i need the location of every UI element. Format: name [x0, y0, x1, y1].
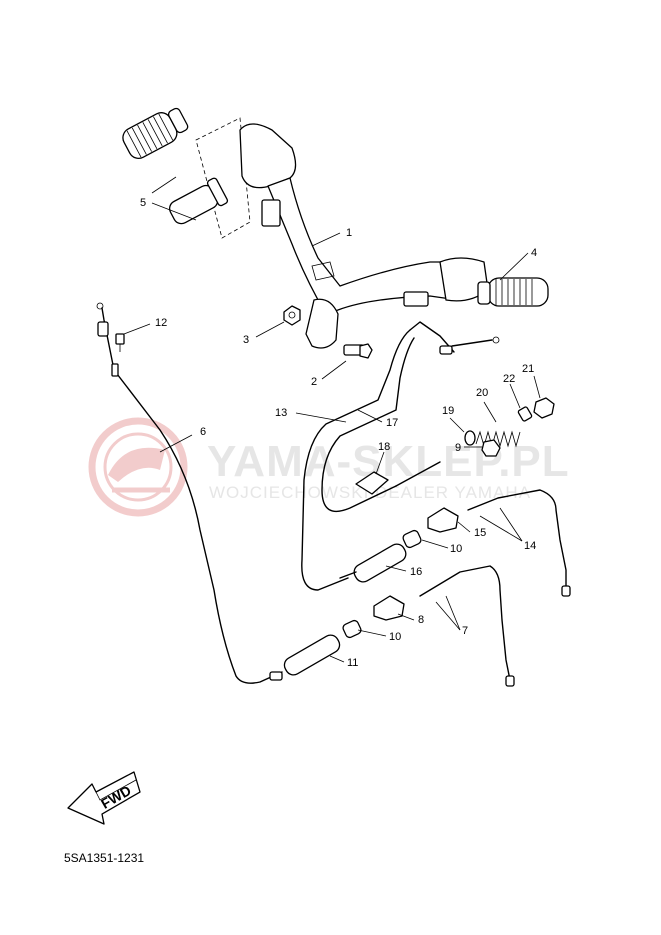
cable-clamp [355, 471, 389, 495]
callout-17: 17 [386, 417, 398, 429]
callout-12: 12 [155, 317, 167, 329]
callout-1: 1 [346, 227, 352, 239]
lever-16 [339, 543, 407, 583]
callout-15: 15 [474, 527, 486, 539]
callout-7: 7 [462, 625, 468, 637]
clamp-15 [427, 507, 459, 533]
callout-20: 20 [476, 387, 488, 399]
callout-9: 9 [455, 442, 461, 454]
leader-lines [123, 176, 541, 663]
handlebar [239, 123, 489, 349]
cable-7 [419, 565, 515, 687]
lever-11 [283, 634, 341, 676]
diagram-code: 5SA1351-1231 [64, 851, 144, 865]
collar-upper [402, 529, 422, 549]
callout-labels: 1 2 3 4 5 6 7 8 9 10 10 11 12 13 14 15 1… [140, 197, 537, 669]
right-grip [477, 277, 549, 307]
collar-lower [342, 619, 362, 639]
bolt-and-nut [283, 305, 373, 359]
fwd-arrow: FWD [67, 771, 141, 825]
callout-6: 6 [200, 426, 206, 438]
watermark-logo [88, 417, 188, 517]
callout-14: 14 [524, 540, 536, 552]
clamp-8 [373, 595, 405, 621]
throttle-cable [96, 302, 283, 684]
callout-18: 18 [378, 441, 390, 453]
callout-8: 8 [418, 614, 424, 626]
adjuster-parts [395, 397, 555, 487]
callout-13: 13 [275, 407, 287, 419]
callout-5: 5 [140, 197, 146, 209]
rear-brake-cable [467, 489, 571, 597]
callout-3: 3 [243, 334, 249, 346]
callout-2: 2 [311, 376, 317, 388]
callout-16: 16 [410, 566, 422, 578]
callout-22: 22 [503, 373, 515, 385]
callout-10-upper: 10 [450, 543, 462, 555]
callout-4: 4 [531, 247, 537, 259]
callout-11: 11 [347, 657, 358, 669]
callout-21: 21 [522, 363, 534, 375]
left-grip-assembly [122, 107, 251, 239]
callout-10-lower: 10 [389, 631, 401, 643]
brake-cables [301, 321, 500, 591]
nut [481, 439, 501, 457]
small-screw [115, 333, 125, 352]
callout-19: 19 [442, 405, 454, 417]
